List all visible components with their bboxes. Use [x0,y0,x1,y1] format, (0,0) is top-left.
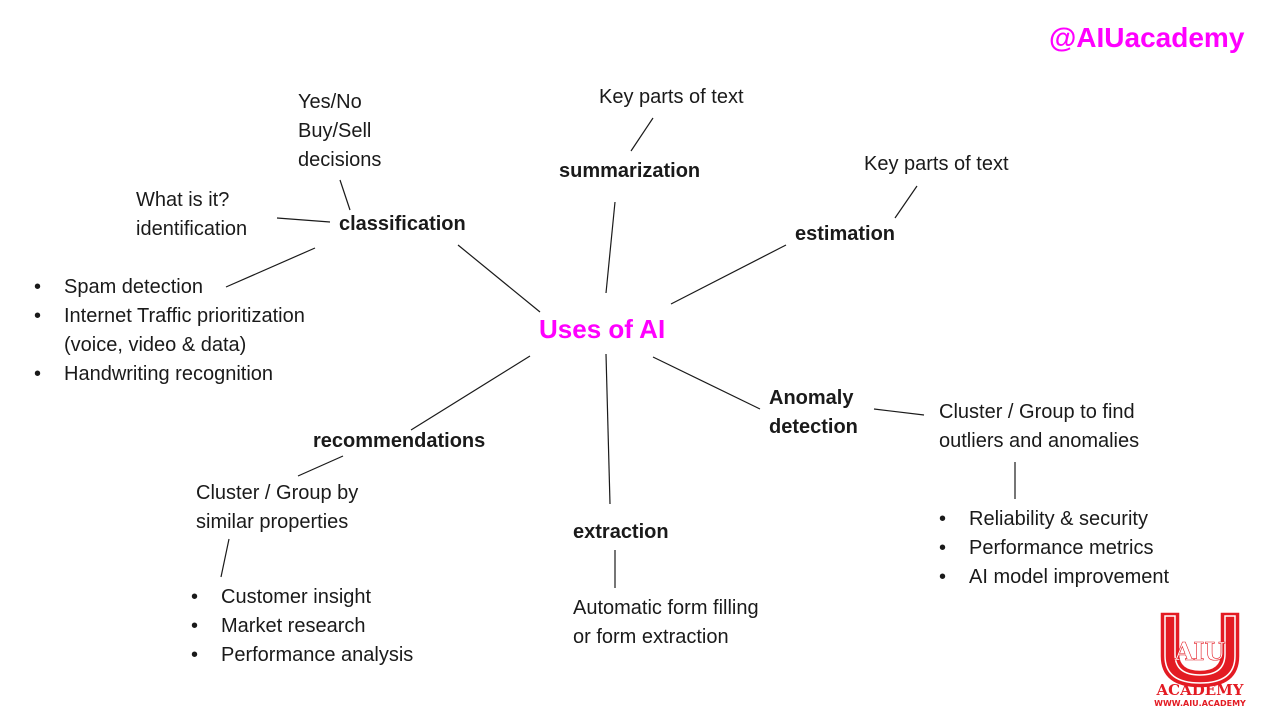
connector-center-estimation [670,244,787,305]
connector-anomaly-desc [873,408,925,416]
classification-traffic-detail: (voice, video & data) [64,334,247,356]
connector-recommendations-desc [297,455,344,477]
connector-center-summarization [605,201,616,294]
connector-center-classification [457,244,541,313]
anomaly-desc-line1: Cluster / Group to find [939,401,1135,423]
estimation-note: Key parts of text [864,153,1009,175]
connector-center-extraction [605,353,611,505]
logo-url-text: WWW.AIU.ACADEMY [1154,699,1246,708]
anomaly-examples-list: Reliability & security Performance metri… [939,505,1169,592]
connector-recommendations-examples [220,538,230,578]
anomaly-node-line1: Anomaly [769,387,854,409]
recommendations-desc-line1: Cluster / Group by [196,482,359,504]
list-item: AI model improvement [939,563,1169,592]
recommendations-node: recommendations [313,430,486,452]
anomaly-desc-line2: outliers and anomalies [939,430,1140,452]
connector-estimation-note [894,185,918,219]
aiu-academy-logo: AIU ACADEMY WWW.AIU.ACADEMY [1154,611,1246,708]
list-item: Reliability & security [939,505,1169,534]
classification-examples-list: Spam detection Internet Traffic prioriti… [34,273,305,331]
connector-center-recommendations [410,355,531,431]
list-item: Spam detection [34,273,305,302]
classification-node: classification [339,213,466,235]
extraction-desc-line1: Automatic form filling [573,597,759,619]
summarization-node: summarization [559,160,701,182]
connector-classification-identification [276,217,331,223]
classification-identification: identification [136,218,248,240]
list-item: Customer insight [191,583,413,612]
list-item: Internet Traffic prioritization [34,302,305,331]
extraction-desc-line2: or form extraction [573,626,729,648]
list-item: Handwriting recognition [34,360,273,389]
recommendations-desc-line2: similar properties [196,511,349,533]
logo-letters: AIU [1174,637,1226,666]
estimation-node: estimation [795,223,896,245]
summarization-note: Key parts of text [599,86,744,108]
classification-examples-list-cont: Handwriting recognition [34,360,273,389]
classification-buy-sell: Buy/Sell [298,120,372,142]
extraction-node: extraction [573,521,669,543]
center-node-title: Uses of AI [539,314,666,344]
anomaly-node-line2: detection [769,416,858,438]
list-item: Performance metrics [939,534,1169,563]
connector-summarization-note [630,117,654,152]
logo-academy-text: ACADEMY [1156,681,1244,699]
connector-center-anomaly [652,356,761,410]
classification-yes-no: Yes/No [298,91,362,113]
recommendations-examples-list: Customer insight Market research Perform… [191,583,413,670]
connector-classification-decisions [339,179,351,211]
classification-decisions: decisions [298,149,382,171]
list-item: Performance analysis [191,641,413,670]
classification-what-is-it: What is it? [136,189,230,211]
brand-handle: @AIUacademy [1049,22,1245,53]
list-item: Market research [191,612,413,641]
